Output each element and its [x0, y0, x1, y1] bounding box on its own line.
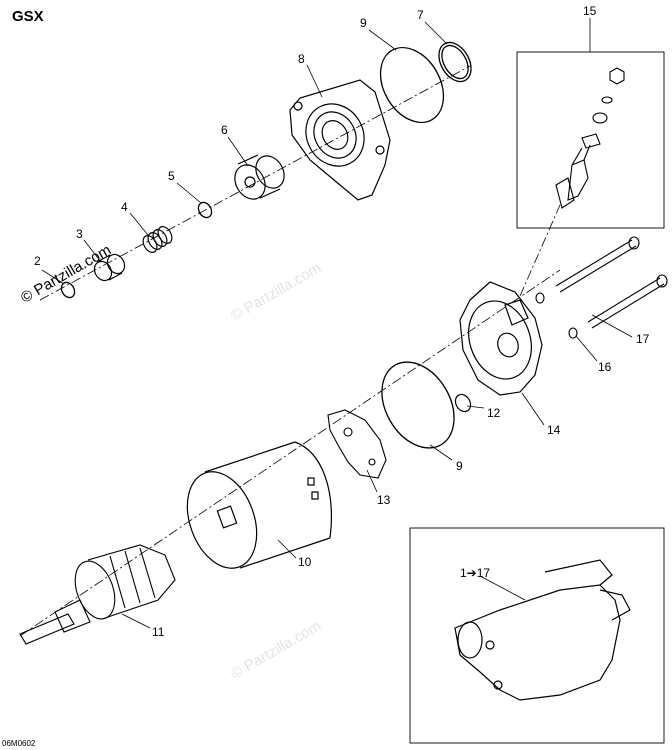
- part-7-ring: [438, 41, 472, 83]
- callout-9-lower: 9: [456, 459, 463, 473]
- inset-label-range: 1➔17: [460, 566, 491, 580]
- axis-line-lower: [19, 269, 561, 637]
- assembled-starter-inset-box: [409, 527, 665, 744]
- part-15-inset-box: [516, 51, 665, 229]
- callout-13: 13: [377, 493, 391, 507]
- part-17-bolts: [555, 236, 668, 329]
- part-5-ring: [197, 201, 213, 219]
- callout-6: 6: [221, 123, 228, 137]
- part-4-spring: [142, 226, 173, 253]
- callout-4: 4: [121, 200, 128, 214]
- callout-17: 17: [636, 332, 650, 346]
- part-2-washer: [60, 281, 76, 299]
- callout-2: 2: [34, 254, 41, 268]
- leader-lines: [41, 18, 633, 629]
- diagram-code: 06M0602: [2, 739, 36, 748]
- callout-15: 15: [583, 4, 597, 18]
- axis-line-inset-link: [519, 204, 561, 297]
- callout-16: 16: [598, 360, 612, 374]
- part-15-terminal-hardware: [555, 67, 625, 209]
- callout-14: 14: [547, 423, 561, 437]
- part-9-o-ring-upper: [379, 46, 445, 124]
- diagram-title: GSX: [12, 8, 44, 25]
- callout-3: 3: [76, 227, 83, 241]
- callout-7: 7: [417, 8, 424, 22]
- part-8-drive-housing: [289, 79, 391, 201]
- part-6-drive-gear: [234, 154, 285, 200]
- callout-9-upper: 9: [360, 16, 367, 30]
- part-11-armature: [19, 544, 176, 645]
- part-3-bushing: [93, 253, 126, 282]
- assembled-starter-motor: [454, 559, 631, 701]
- part-16-washers: [535, 292, 578, 339]
- part-9-o-ring-lower: [381, 361, 455, 449]
- part-10-field-frame: [186, 441, 332, 569]
- part-12-ring: [454, 393, 472, 413]
- part-14-end-housing: [459, 281, 543, 396]
- callout-10: 10: [298, 555, 312, 569]
- callout-8: 8: [298, 52, 305, 66]
- part-13-brush-plate: [327, 409, 387, 479]
- axis-line-upper: [39, 65, 471, 301]
- callout-5: 5: [168, 169, 175, 183]
- callout-11: 11: [152, 625, 165, 639]
- callout-12: 12: [487, 406, 501, 420]
